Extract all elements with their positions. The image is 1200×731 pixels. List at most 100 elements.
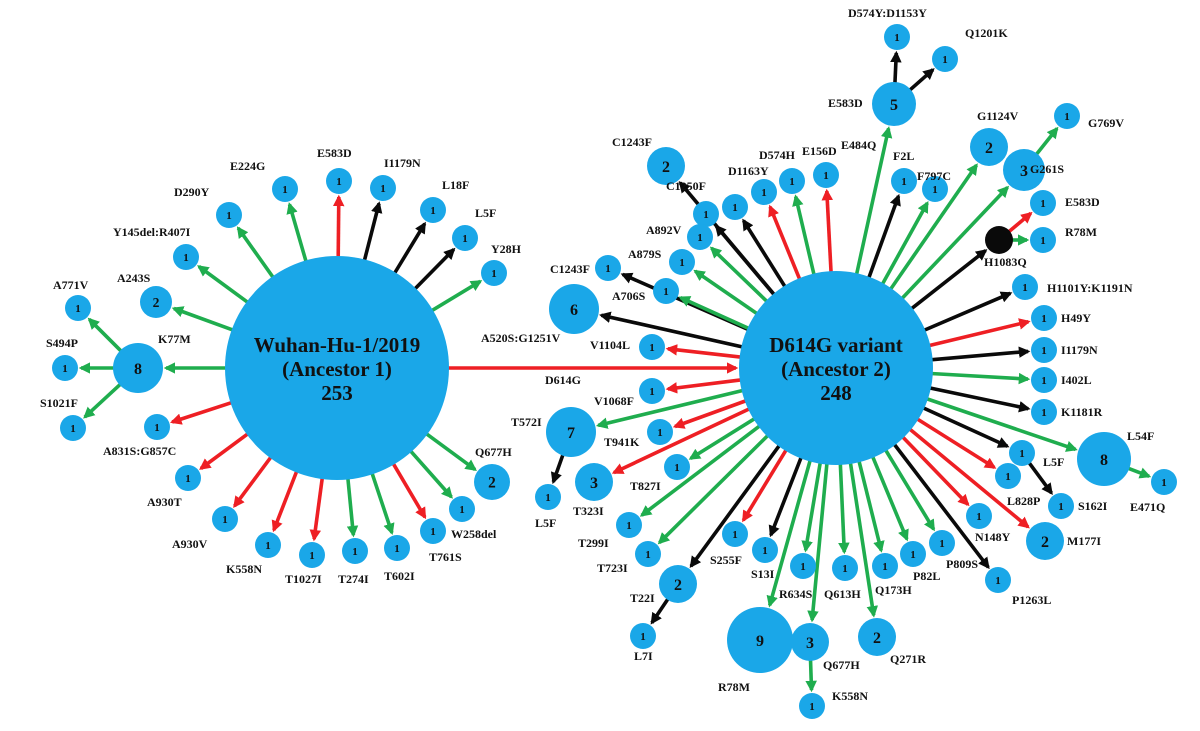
mutation-node: 1 xyxy=(995,463,1021,489)
edge-D-to-n_e583d_5 xyxy=(854,126,893,276)
mutation-label: S255F xyxy=(710,553,742,567)
mutation-label: G769V xyxy=(1088,116,1124,130)
edge-D-to-n_e484q xyxy=(821,188,834,274)
node-count: 1 xyxy=(336,176,342,188)
mutation-node: 2 xyxy=(140,286,172,318)
mutation-node: 1 xyxy=(653,278,679,304)
node-circle xyxy=(216,202,242,228)
mutation-node: 1 xyxy=(1009,440,1035,466)
node-circle xyxy=(342,538,368,564)
mutation-node: 3 xyxy=(791,623,829,661)
mutation-label: L5F xyxy=(475,206,496,220)
edge-D-to-n_t299i xyxy=(639,423,762,517)
mutation-label: D574H xyxy=(759,148,796,162)
edge-W-to-n_d290y xyxy=(236,226,276,280)
node-circle xyxy=(420,518,446,544)
node-circle xyxy=(659,565,697,603)
node-count: 1 xyxy=(70,423,76,435)
node-count: 1 xyxy=(800,561,806,573)
mutation-node: 1 xyxy=(929,530,955,556)
edge-n_e583d_5-to-n_q1201k xyxy=(907,68,935,93)
edge-D-to-n_t22i xyxy=(689,443,782,569)
node-count: 1 xyxy=(626,520,632,532)
mutation-node: 2 xyxy=(659,565,697,603)
node-count: 1 xyxy=(809,701,815,713)
mutation-node: 1 xyxy=(752,537,778,563)
mutation-label: K558N xyxy=(832,689,868,703)
node-count: 3 xyxy=(590,475,598,492)
node-circle xyxy=(722,521,748,547)
node-circle xyxy=(299,542,325,568)
mutation-label: E583D xyxy=(1065,195,1100,209)
mutation-node: 1 xyxy=(481,260,507,286)
node-count: 1 xyxy=(674,462,680,474)
node-count: 1 xyxy=(910,549,916,561)
mutation-node: 2 xyxy=(1026,522,1064,560)
mutation-node: 1 xyxy=(1031,337,1057,363)
edge-D-to-n_d1163y xyxy=(741,218,788,289)
mutation-node: 1 xyxy=(693,201,719,227)
node-count: 2 xyxy=(873,630,881,647)
mutation-label: G1124V xyxy=(977,109,1019,123)
edge-D-to-n_d574h xyxy=(768,204,802,281)
node-count: 2 xyxy=(488,475,496,492)
node-count: 3 xyxy=(806,635,814,652)
edge-D-to-n_m177i xyxy=(908,427,1030,529)
mutation-node: 1 xyxy=(420,197,446,223)
mutation-label: I402L xyxy=(1061,373,1092,387)
mutation-node: 1 xyxy=(1030,190,1056,216)
hub-label-line: (Ancestor 1) xyxy=(282,357,392,381)
edge-n_k77m-to-n_s1021f xyxy=(83,382,123,419)
mutation-node: 1 xyxy=(535,484,561,510)
node-circle xyxy=(1151,469,1177,495)
mutation-label: D290Y xyxy=(174,185,210,199)
node-circle xyxy=(995,463,1021,489)
edge-D-to-n_a879s xyxy=(693,269,759,316)
node-circle xyxy=(647,419,673,445)
node-circle xyxy=(1003,149,1045,191)
mutation-label: D574Y:D1153Y xyxy=(848,6,927,20)
edge-D-to-n_v1104l xyxy=(665,344,742,359)
node-circle xyxy=(693,201,719,227)
node-circle xyxy=(722,194,748,220)
mutation-label: E583D xyxy=(828,96,863,110)
mutation-node: 2 xyxy=(647,147,685,185)
mutation-label: L5F xyxy=(1043,455,1064,469)
mutation-node: 1 xyxy=(173,244,199,270)
mutation-node: 1 xyxy=(212,506,238,532)
node-count: 1 xyxy=(491,268,497,280)
hub-label-line: 253 xyxy=(321,381,353,405)
node-circle xyxy=(144,414,170,440)
edge-W-to-n_y145 xyxy=(197,265,250,305)
node-circle xyxy=(639,334,665,360)
node-count: 1 xyxy=(901,176,907,188)
mutation-label: M177I xyxy=(1067,534,1101,548)
node-circle xyxy=(966,503,992,529)
mutation-label: A243S xyxy=(117,271,151,285)
node-circle xyxy=(546,407,596,457)
edge-n_t22i-to-n_l7i xyxy=(650,597,670,625)
node-circle xyxy=(779,168,805,194)
node-count: 1 xyxy=(1041,345,1047,357)
mutation-node: 1 xyxy=(872,553,898,579)
hub-node-wuhan: Wuhan-Hu-1/2019(Ancestor 1)253 xyxy=(225,256,449,480)
mutation-node: 1 xyxy=(832,555,858,581)
edge-D-to-n_q613h xyxy=(838,462,850,555)
mutation-label: L828P xyxy=(1007,494,1040,508)
edge-D-to-n_g1124v xyxy=(888,163,978,291)
node-circle xyxy=(65,295,91,321)
mutation-node: 1 xyxy=(595,255,621,281)
mutation-label: I1179N xyxy=(1061,343,1098,357)
mutation-label: A706S xyxy=(612,289,646,303)
edge-D-to-n_s13i xyxy=(768,455,804,538)
node-count: 1 xyxy=(942,54,948,66)
node-count: 1 xyxy=(789,176,795,188)
node-count: 2 xyxy=(153,295,160,310)
edge-D-to-n_t827i xyxy=(688,416,757,461)
mutation-label: V1068F xyxy=(594,394,634,408)
mutation-node xyxy=(985,226,1013,254)
edge-W-to-n_t602i xyxy=(370,471,395,535)
node-count: 1 xyxy=(459,504,465,516)
mutation-label: S162I xyxy=(1078,499,1108,513)
edge-W-to-n_t274i xyxy=(346,477,359,538)
